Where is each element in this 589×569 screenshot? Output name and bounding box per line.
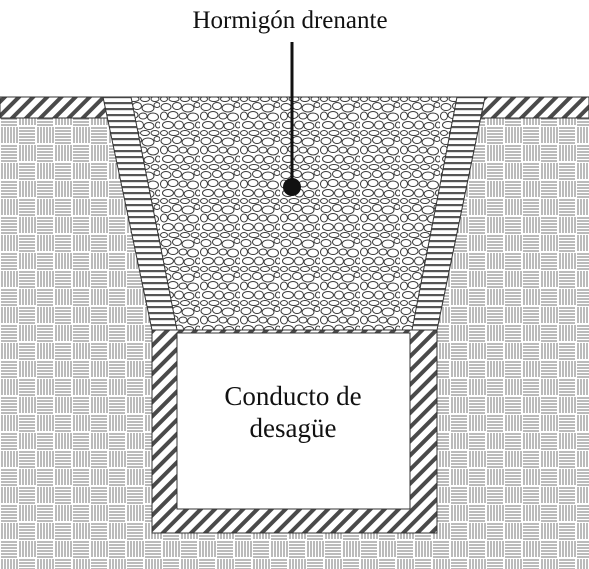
leader-dot (283, 178, 301, 196)
conduit-label-line1: Conducto de (224, 381, 362, 411)
drainage-concrete-fill (130, 96, 458, 331)
drainage-concrete-label: Hormigón drenante (192, 7, 388, 34)
conduit-label: Conducto de desagüe (178, 380, 408, 445)
conduit-label-line2: desagüe (249, 413, 337, 444)
conduit-interior (176, 332, 411, 510)
